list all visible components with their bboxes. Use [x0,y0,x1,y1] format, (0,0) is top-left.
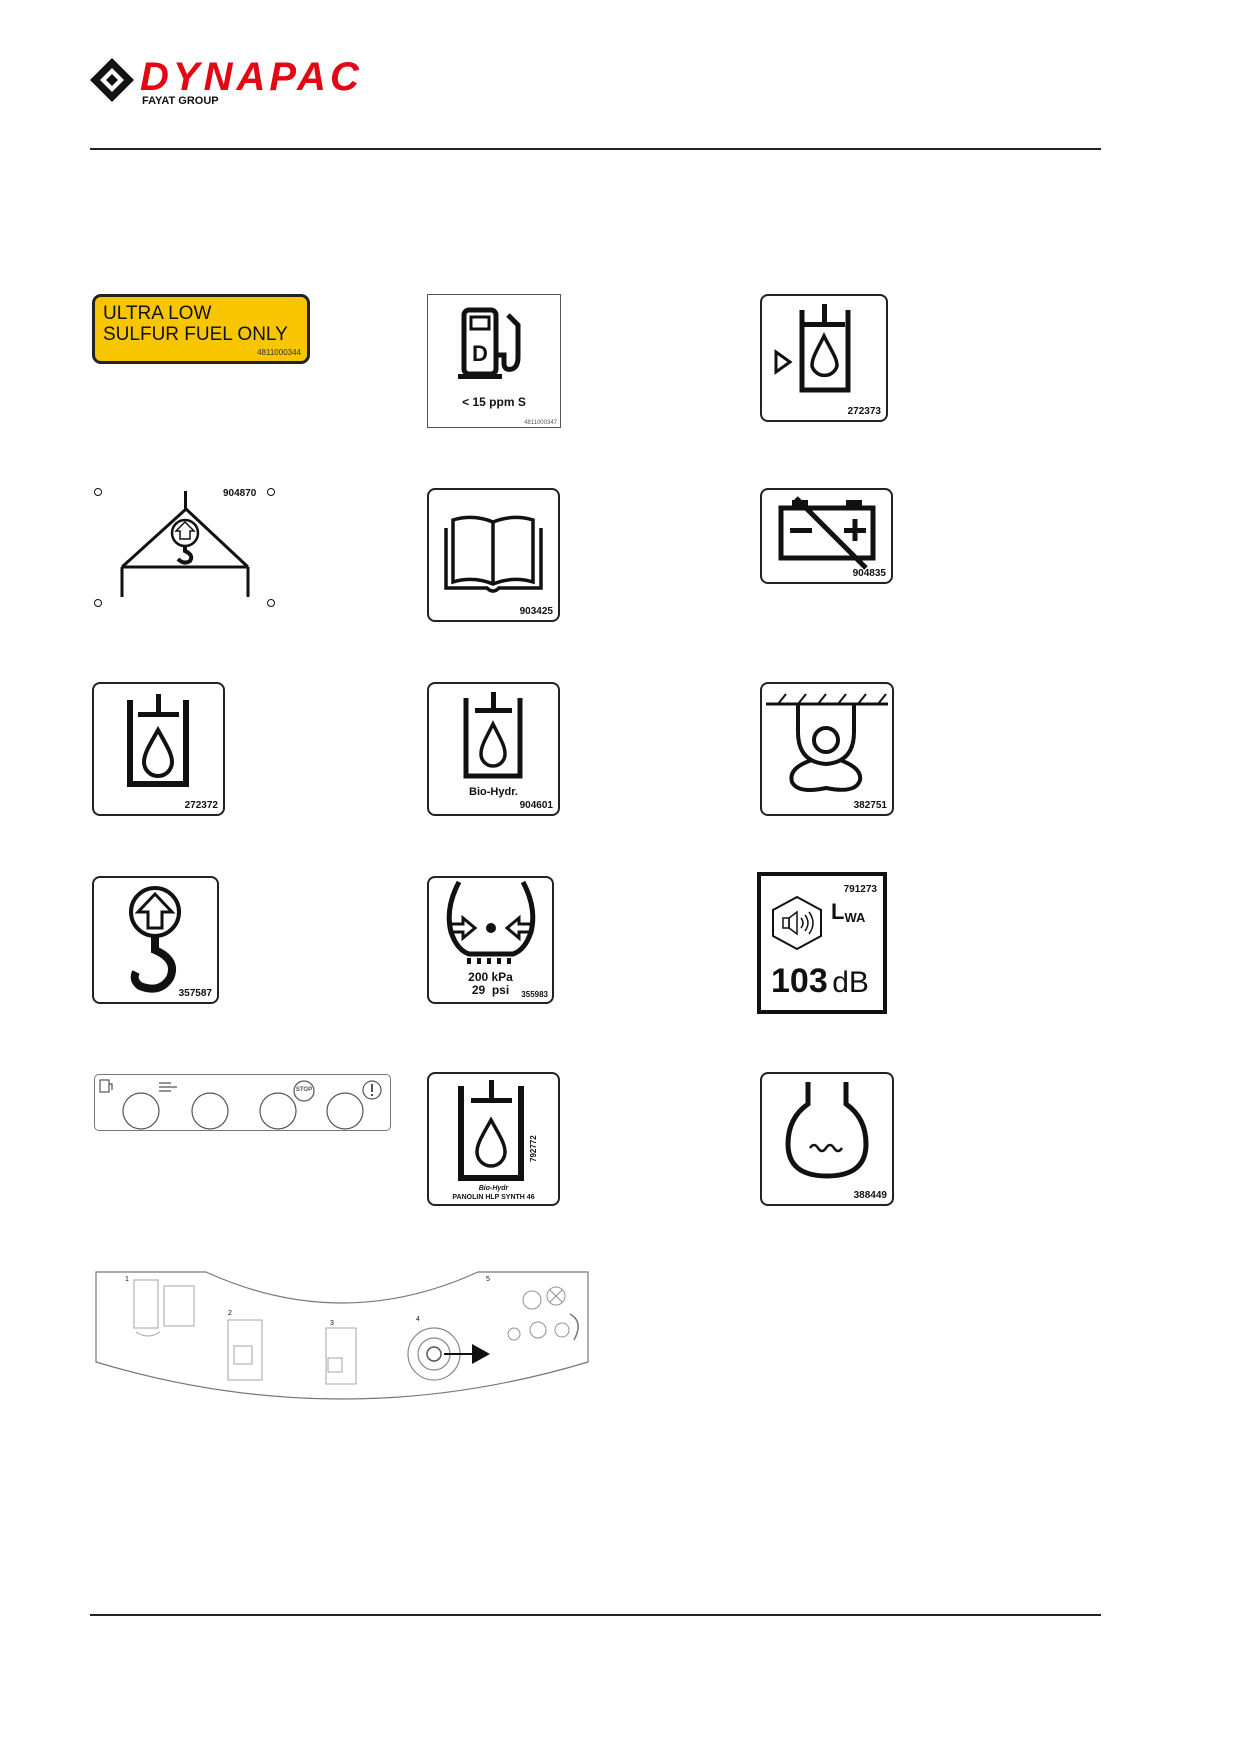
control-panel-decal: STOP [94,1074,391,1131]
coolant-tank-icon [785,1082,869,1179]
coolant-decal: 388449 [760,1072,894,1206]
fuel-warning-decal: ULTRA LOW SULFUR FUEL ONLY 4811000344 [92,294,310,364]
step-2-illustration [227,1319,263,1381]
hydraulic-oil-icon [127,694,189,787]
tyre-pressure-icon [446,880,536,964]
hydraulic-level-code: 272373 [847,406,881,417]
bio-hydraulic-decal: Bio-Hydr. 904601 [427,682,560,816]
step-5-illustration [507,1286,579,1341]
tie-down-decal: 382751 [760,682,894,816]
bio-hydraulic-icon [463,692,523,779]
tyre-pressure-code: 355983 [521,990,548,999]
control-panel-graphic [99,1079,382,1130]
glow-plug-icon [159,1082,177,1092]
lifting-hook-decal: 357587 [92,876,219,1004]
dynapac-logo: DYNAPAC FAYAT GROUP [88,55,468,110]
battery-decal: 904835 [760,488,893,584]
logo-mark-icon [90,58,134,102]
step-4-number: 4 [416,1316,420,1323]
stop-icon [293,1080,315,1102]
fuel-pump-icon: D [458,307,521,379]
fuel-pump-small-icon [99,1079,113,1093]
sound-power-subscript: WA [844,910,866,925]
fuel-warning-line2: SULFUR FUEL ONLY [103,324,288,345]
start-instructions-outline [95,1271,589,1400]
loudspeaker-icon [772,895,822,951]
step-1-number: 1 [125,1276,129,1283]
fuel-warning-code: 4811000344 [257,348,301,357]
panolin-line1: Bio-Hydr [478,1185,509,1192]
sound-power-level: 103 dB [771,962,869,1007]
tyre-pressure-line1: 200 kPa [468,970,513,984]
svg-text:D: D [472,341,488,366]
battery-code: 904835 [852,568,886,579]
sound-power-l: L [831,899,845,924]
lifting-points-code: 904870 [223,488,257,499]
control-panel-stop-text: STOP [295,1087,313,1093]
open-book-icon [444,515,543,593]
diesel-pump-decal: D < 15 ppm S 4811000347 [427,294,561,428]
hydraulic-oil-code: 272372 [184,800,218,811]
sound-power-unit: dB [832,966,869,999]
header-rule [90,148,1101,150]
hydraulic-reservoir-icon [774,304,851,393]
step-2-number: 2 [228,1310,232,1317]
step-1-illustration [133,1279,195,1337]
lifting-hook-icon [129,886,181,993]
sound-power-code: 791273 [843,884,877,895]
start-instructions-decal: 1 2 3 4 5 [94,1270,590,1406]
bio-hydraulic-text: Bio-Hydr. [469,786,518,798]
battery-disconnect-icon [778,496,876,570]
panolin-line2: PANOLIN HLP SYNTH 46 [452,1194,535,1201]
lifting-hook-code: 357587 [178,988,212,999]
brand-group: FAYAT GROUP [142,95,219,107]
tie-down-hook-icon [766,693,888,792]
panolin-code: 792772 [529,1135,538,1162]
sound-power-decal: 791273 LWA 103 dB [757,872,887,1014]
footer-rule [90,1614,1101,1616]
brand-name: DYNAPAC [140,55,363,99]
diesel-pump-code: 4811000347 [524,420,557,426]
tie-down-code: 382751 [853,800,887,811]
bio-hydraulic-code: 904601 [519,800,553,811]
hydraulic-level-decal: 272373 [760,294,888,422]
fuel-warning-line1: ULTRA LOW [103,303,212,324]
warning-icon [362,1080,382,1100]
manual-code: 903425 [519,606,553,617]
sound-power-symbol: LWA [831,900,865,927]
panolin-decal: Bio-Hydr PANOLIN HLP SYNTH 46 792772 [427,1072,560,1206]
diesel-pump-text: < 15 ppm S [462,395,526,409]
manual-decal: 903425 [427,488,560,622]
tyre-pressure-decal: 200 kPa 29 psi 355983 [427,876,554,1004]
lifting-triangle-icon [94,488,275,607]
tyre-pressure-line2: 29 psi [471,983,510,997]
lifting-points-decal: 904870 [92,485,277,610]
panolin-reservoir-icon [458,1080,524,1181]
ignition-key-icon [407,1327,490,1381]
sound-power-value: 103 [771,962,828,1000]
step-3-number: 3 [330,1320,334,1327]
hydraulic-oil-decal: 272372 [92,682,225,816]
coolant-code: 388449 [853,1190,887,1201]
step-3-illustration [325,1327,357,1385]
step-5-number: 5 [486,1276,490,1283]
